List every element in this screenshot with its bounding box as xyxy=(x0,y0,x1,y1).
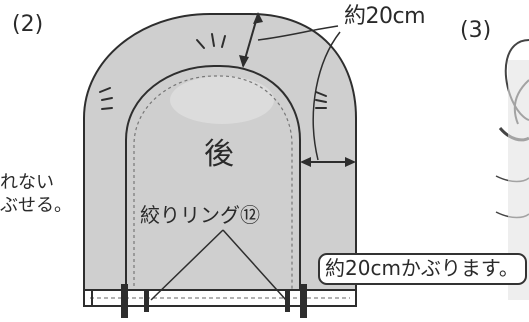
shade-highlight xyxy=(170,76,274,124)
measure-arrowhead-left xyxy=(300,157,311,167)
emphasis-marks xyxy=(99,33,327,110)
drawstring-ring-label: 絞りリング⑫ xyxy=(140,203,260,227)
partial-note-line-2: ぶせる。 xyxy=(0,195,72,216)
step3-figure-shade xyxy=(508,60,529,300)
ring-right-outer xyxy=(300,284,307,318)
partial-note-line-1: れない xyxy=(0,172,54,193)
step-number-3: (3) xyxy=(460,18,492,43)
ring-left-outer xyxy=(121,284,128,318)
ring-leader-right xyxy=(222,229,287,301)
back-label: 後 xyxy=(204,137,234,172)
drawstring-line xyxy=(133,75,293,292)
ring-right-inner xyxy=(285,290,290,312)
measure-arrowhead-bottom xyxy=(239,55,249,68)
ring-left-inner xyxy=(144,290,149,312)
hood-outer xyxy=(83,13,357,293)
measure-arrowhead-top xyxy=(253,12,263,24)
step-number-2: (2) xyxy=(12,12,44,37)
ring-leader-left xyxy=(150,229,224,301)
measure-arrowhead-right xyxy=(345,157,356,167)
callout-leader-1 xyxy=(257,25,339,41)
measurement-side-callout: 約20cmかぶります。 xyxy=(318,253,527,285)
callout-leader-2 xyxy=(312,31,341,161)
hood-inner-opening xyxy=(125,65,301,292)
measurement-label-top: 約20cm xyxy=(344,4,426,29)
